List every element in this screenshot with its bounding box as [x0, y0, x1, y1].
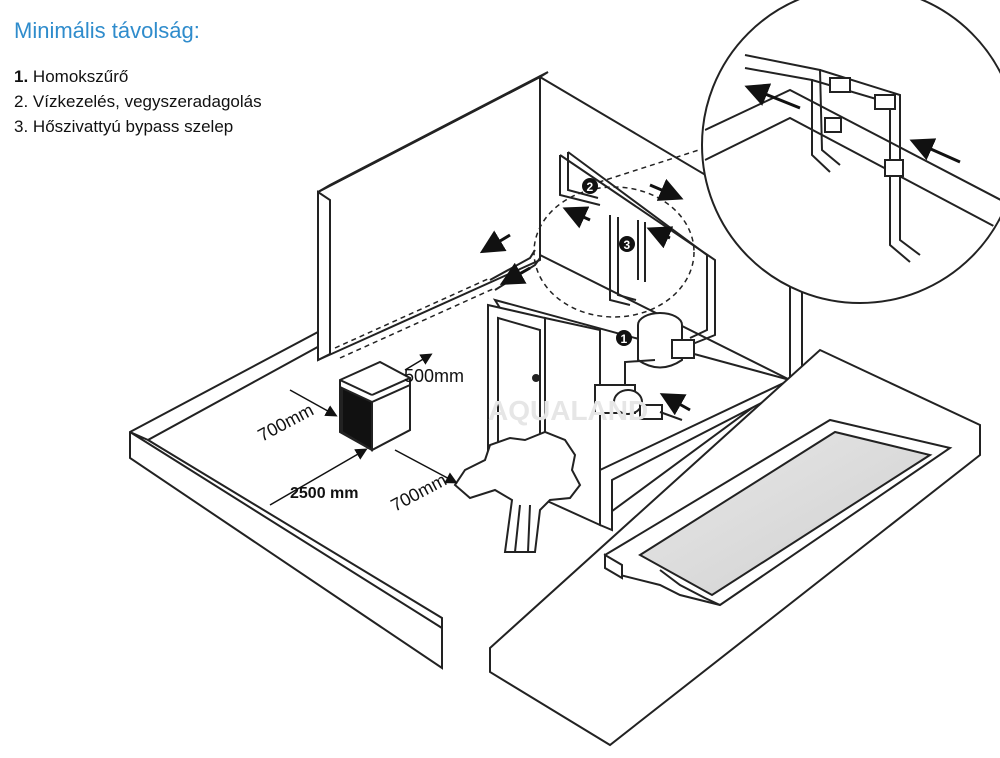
page-title: Minimális távolság: — [14, 18, 200, 43]
legend-item: 1. Homokszűrő — [14, 64, 262, 89]
arrow — [744, 83, 801, 110]
arrow — [479, 230, 511, 254]
callout-magnifier — [701, 0, 1000, 304]
legend-label: Homokszűrő — [32, 67, 129, 86]
heat-pump-unit — [339, 360, 411, 452]
pump — [594, 359, 683, 421]
marker-1: 1 — [616, 330, 632, 346]
tree — [453, 430, 582, 553]
dimension-lines — [269, 353, 458, 506]
legend: 1. Homokszűrő 2. Vízkezelés, vegyszerada… — [14, 64, 262, 139]
legend-item: 3. Hőszivattyú bypass szelep — [14, 114, 262, 139]
svg-text:1: 1 — [621, 332, 628, 346]
marker-3: 3 — [619, 236, 635, 252]
legend-number: 2. — [14, 92, 29, 111]
dimension-label-top: 500mm — [404, 366, 464, 386]
arrow — [646, 226, 674, 249]
legend-number: 3. — [14, 117, 29, 136]
legend-item: 2. Vízkezelés, vegyszeradagolás — [14, 89, 262, 114]
legend-label: Vízkezelés, vegyszeradagolás — [32, 92, 262, 111]
legend-label: Hőszivattyú bypass szelep — [32, 117, 234, 136]
arrow — [649, 178, 684, 201]
marker-2: 2 — [582, 178, 598, 194]
swimming-pool — [489, 348, 981, 747]
sand-filter — [637, 312, 695, 369]
svg-text:2: 2 — [587, 180, 594, 194]
watermark: AQUALAND — [488, 395, 648, 426]
svg-text:3: 3 — [624, 238, 631, 252]
arrow — [562, 206, 591, 229]
arrow — [659, 393, 691, 416]
legend-number: 1. — [14, 67, 29, 86]
arrow — [499, 262, 531, 285]
dimension-label-front: 700mm — [387, 470, 449, 516]
dimension-label-left: 700mm — [254, 400, 316, 446]
flow-arrows — [479, 83, 961, 416]
dimension-label-distance: 2500 mm — [290, 485, 359, 502]
arrow — [909, 138, 961, 164]
pipework — [489, 151, 716, 346]
